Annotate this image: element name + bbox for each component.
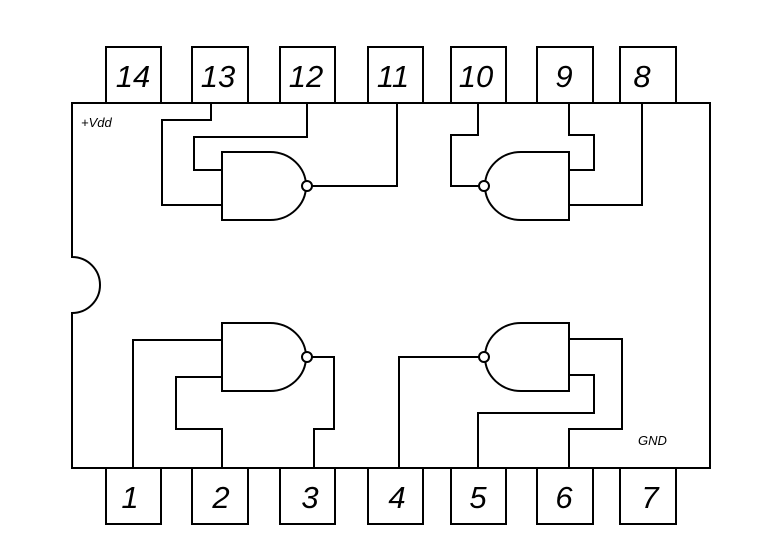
pin-12: 12 (279, 46, 336, 104)
pin-12-label: 12 (289, 59, 323, 94)
pin-10-label: 10 (459, 59, 493, 94)
pin-14-label: 14 (116, 59, 150, 94)
top-pins: 14 13 12 11 10 9 8 (105, 46, 677, 104)
pin-9-label: 9 (555, 59, 572, 94)
pin-8: 8 (619, 46, 677, 104)
pin-13: 13 (191, 46, 249, 104)
pin-1-label: 1 (121, 480, 138, 515)
nand-gate-d (478, 322, 570, 392)
pin-9: 9 (536, 46, 594, 104)
bottom-pins: 1 2 3 4 5 6 7 (105, 467, 677, 525)
gate-b-wiring (450, 103, 643, 206)
pin-6: 6 (536, 467, 594, 525)
vdd-label: +Vdd (81, 115, 112, 130)
pin-5: 5 (450, 467, 507, 525)
pin-4: 4 (367, 467, 424, 525)
chip-body (71, 102, 711, 469)
pin-10: 10 (450, 46, 507, 104)
nand-gate-b (478, 151, 570, 221)
pin-14: 14 (105, 46, 162, 104)
pin-7-label: 7 (641, 480, 660, 515)
pin-5-label: 5 (469, 480, 487, 515)
gate-c-wiring (132, 339, 335, 468)
pin-11-label: 11 (377, 59, 409, 94)
gate-d-wiring (398, 338, 623, 468)
pin-3: 3 (279, 467, 336, 525)
pin-11: 11 (367, 46, 424, 104)
pin-7: 7 (619, 467, 677, 525)
pin-8-label: 8 (633, 59, 651, 94)
pin-2-label: 2 (211, 480, 229, 515)
pin-1: 1 (105, 467, 162, 525)
pin-4-label: 4 (388, 480, 405, 515)
gate-a-wiring (161, 103, 398, 206)
pin-2: 2 (191, 467, 249, 525)
pin-3-label: 3 (301, 480, 318, 515)
gnd-label: GND (638, 433, 667, 448)
pin-6-label: 6 (555, 480, 573, 515)
pin-13-label: 13 (201, 59, 235, 94)
